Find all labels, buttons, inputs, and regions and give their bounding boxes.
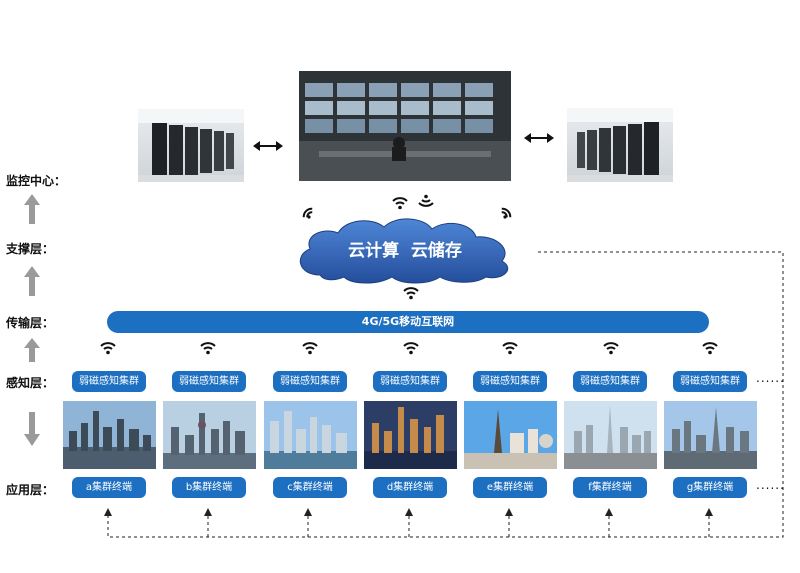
more-terminals-ellipsis: ......: [756, 478, 785, 492]
up-arrow-icon: [24, 194, 40, 224]
sensor-cluster-g: 弱磁感知集群: [673, 371, 747, 392]
monitoring-center-image: [299, 71, 511, 181]
layer-label-application: 应用层：: [6, 483, 55, 497]
city-image-b: [163, 401, 256, 469]
layer-label-support: 支撑层：: [6, 242, 55, 256]
wifi-signal-icon: [403, 287, 419, 300]
cloud-label: 云计算 云储存: [348, 241, 462, 261]
server-rack-image-left: [138, 109, 244, 182]
terminal-g: g集群终端: [673, 477, 747, 498]
network-bar: 4G/5G移动互联网: [107, 311, 709, 333]
sensor-cluster-e: 弱磁感知集群: [473, 371, 547, 392]
sensor-cluster-a: 弱磁感知集群: [72, 371, 146, 392]
city-image-e: [464, 401, 557, 469]
terminal-c: c集群终端: [273, 477, 347, 498]
wifi-signal-icon: [702, 342, 718, 355]
terminal-d: d集群终端: [373, 477, 447, 498]
cloud-shape: [299, 218, 509, 284]
wifi-signal-icon: [302, 342, 318, 355]
wifi-signal-icon: [200, 342, 216, 355]
terminal-f: f集群终端: [573, 477, 647, 498]
wifi-signal-icon: [502, 342, 518, 355]
server-rack-image-right: [567, 108, 673, 182]
layer-label-monitor: 监控中心：: [6, 174, 67, 188]
double-arrow-icon: [524, 133, 554, 143]
wifi-signal-icon: [392, 197, 408, 210]
terminal-a: a集群终端: [72, 477, 146, 498]
sensor-cluster-c: 弱磁感知集群: [273, 371, 347, 392]
wifi-signal-icon: [302, 207, 313, 219]
terminal-e: e集群终端: [473, 477, 547, 498]
down-arrow-icon: [24, 412, 40, 446]
wifi-signal-icon: [603, 342, 619, 355]
wifi-signal-icon: [403, 342, 419, 355]
wifi-signal-icon: [418, 194, 434, 207]
city-image-f: [564, 401, 657, 469]
double-arrow-icon: [253, 141, 283, 151]
wifi-signal-icon: [100, 342, 116, 355]
sensor-cluster-f: 弱磁感知集群: [573, 371, 647, 392]
city-image-g: [664, 401, 757, 469]
terminal-b: b集群终端: [172, 477, 246, 498]
city-image-c: [264, 401, 357, 469]
city-image-d: [364, 401, 457, 469]
up-arrow-icon: [24, 338, 40, 362]
more-clusters-ellipsis: ......: [756, 371, 785, 385]
city-image-a: [63, 401, 156, 469]
layer-label-transport: 传输层：: [6, 316, 55, 330]
wifi-signal-icon: [501, 207, 512, 219]
up-arrow-icon: [24, 266, 40, 296]
sensor-cluster-b: 弱磁感知集群: [172, 371, 246, 392]
layer-label-sensing: 感知层：: [6, 376, 55, 390]
sensor-cluster-d: 弱磁感知集群: [373, 371, 447, 392]
